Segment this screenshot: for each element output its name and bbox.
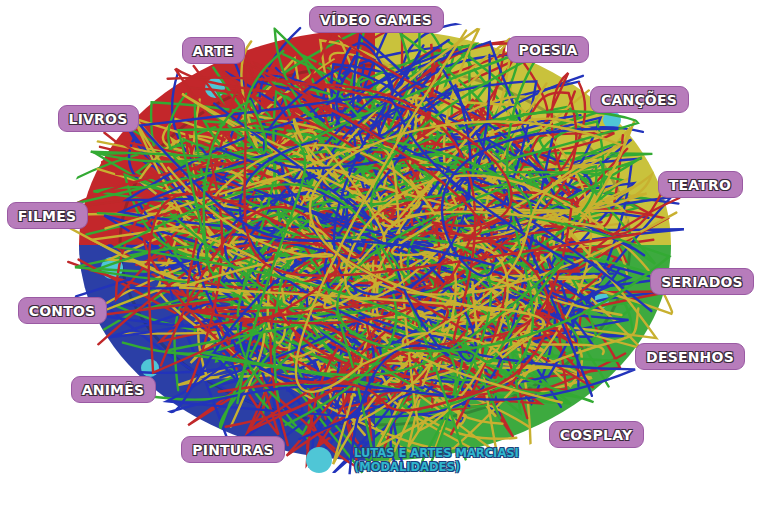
topic-text: VÍDEO GAMES — [320, 12, 432, 28]
topic-text: ARTE — [193, 43, 234, 59]
topic-label: DESENHOS — [635, 343, 745, 370]
topic-text: COSPLAY — [560, 427, 632, 443]
scribble-line — [296, 30, 621, 392]
quadrant-ellipse — [60, 20, 695, 475]
topic-label: LIVROS — [58, 105, 139, 132]
topic-label: FILMES — [7, 202, 88, 229]
legend-swatch — [306, 447, 332, 473]
scribble-line — [310, 127, 676, 308]
topic-label: POESIA — [507, 36, 589, 63]
topic-label: SERIADOS — [650, 268, 754, 295]
topic-text: DESENHOS — [646, 349, 734, 365]
legend-row: LUTAS E ARTES MARCIASI (MODALIDADES) — [306, 446, 544, 474]
topic-label: COSPLAY — [549, 421, 644, 448]
scribble-line — [141, 97, 618, 276]
topic-text: SERIADOS — [661, 274, 743, 290]
cyan-dot — [141, 359, 159, 377]
topic-text: CONTOS — [29, 303, 96, 319]
topic-label: ARTE — [182, 37, 245, 64]
topic-label: VÍDEO GAMES — [309, 6, 444, 33]
topic-label: PINTURAS — [181, 436, 285, 463]
topic-text: ANIMÊS — [82, 382, 145, 398]
scribble-line — [168, 168, 562, 403]
scribble-line — [168, 62, 640, 276]
topic-text: FILMES — [18, 208, 76, 224]
scribble-line — [325, 146, 604, 299]
scribble-line — [214, 103, 448, 474]
topic-label: CONTOS — [18, 297, 107, 324]
topic-text: CANÇÕES — [601, 92, 677, 108]
legend-text: LUTAS E ARTES MARCIASI (MODALIDADES) — [354, 446, 544, 474]
topic-label: CANÇÕES — [590, 86, 689, 113]
topic-text: PINTURAS — [192, 442, 273, 458]
scribble-line — [178, 51, 305, 403]
topic-text: LIVROS — [69, 111, 128, 127]
topic-label: TEATRO — [658, 171, 743, 198]
topic-text: TEATRO — [669, 177, 731, 193]
topic-text: POESIA — [518, 42, 577, 58]
topic-label: ANIMÊS — [71, 376, 156, 403]
